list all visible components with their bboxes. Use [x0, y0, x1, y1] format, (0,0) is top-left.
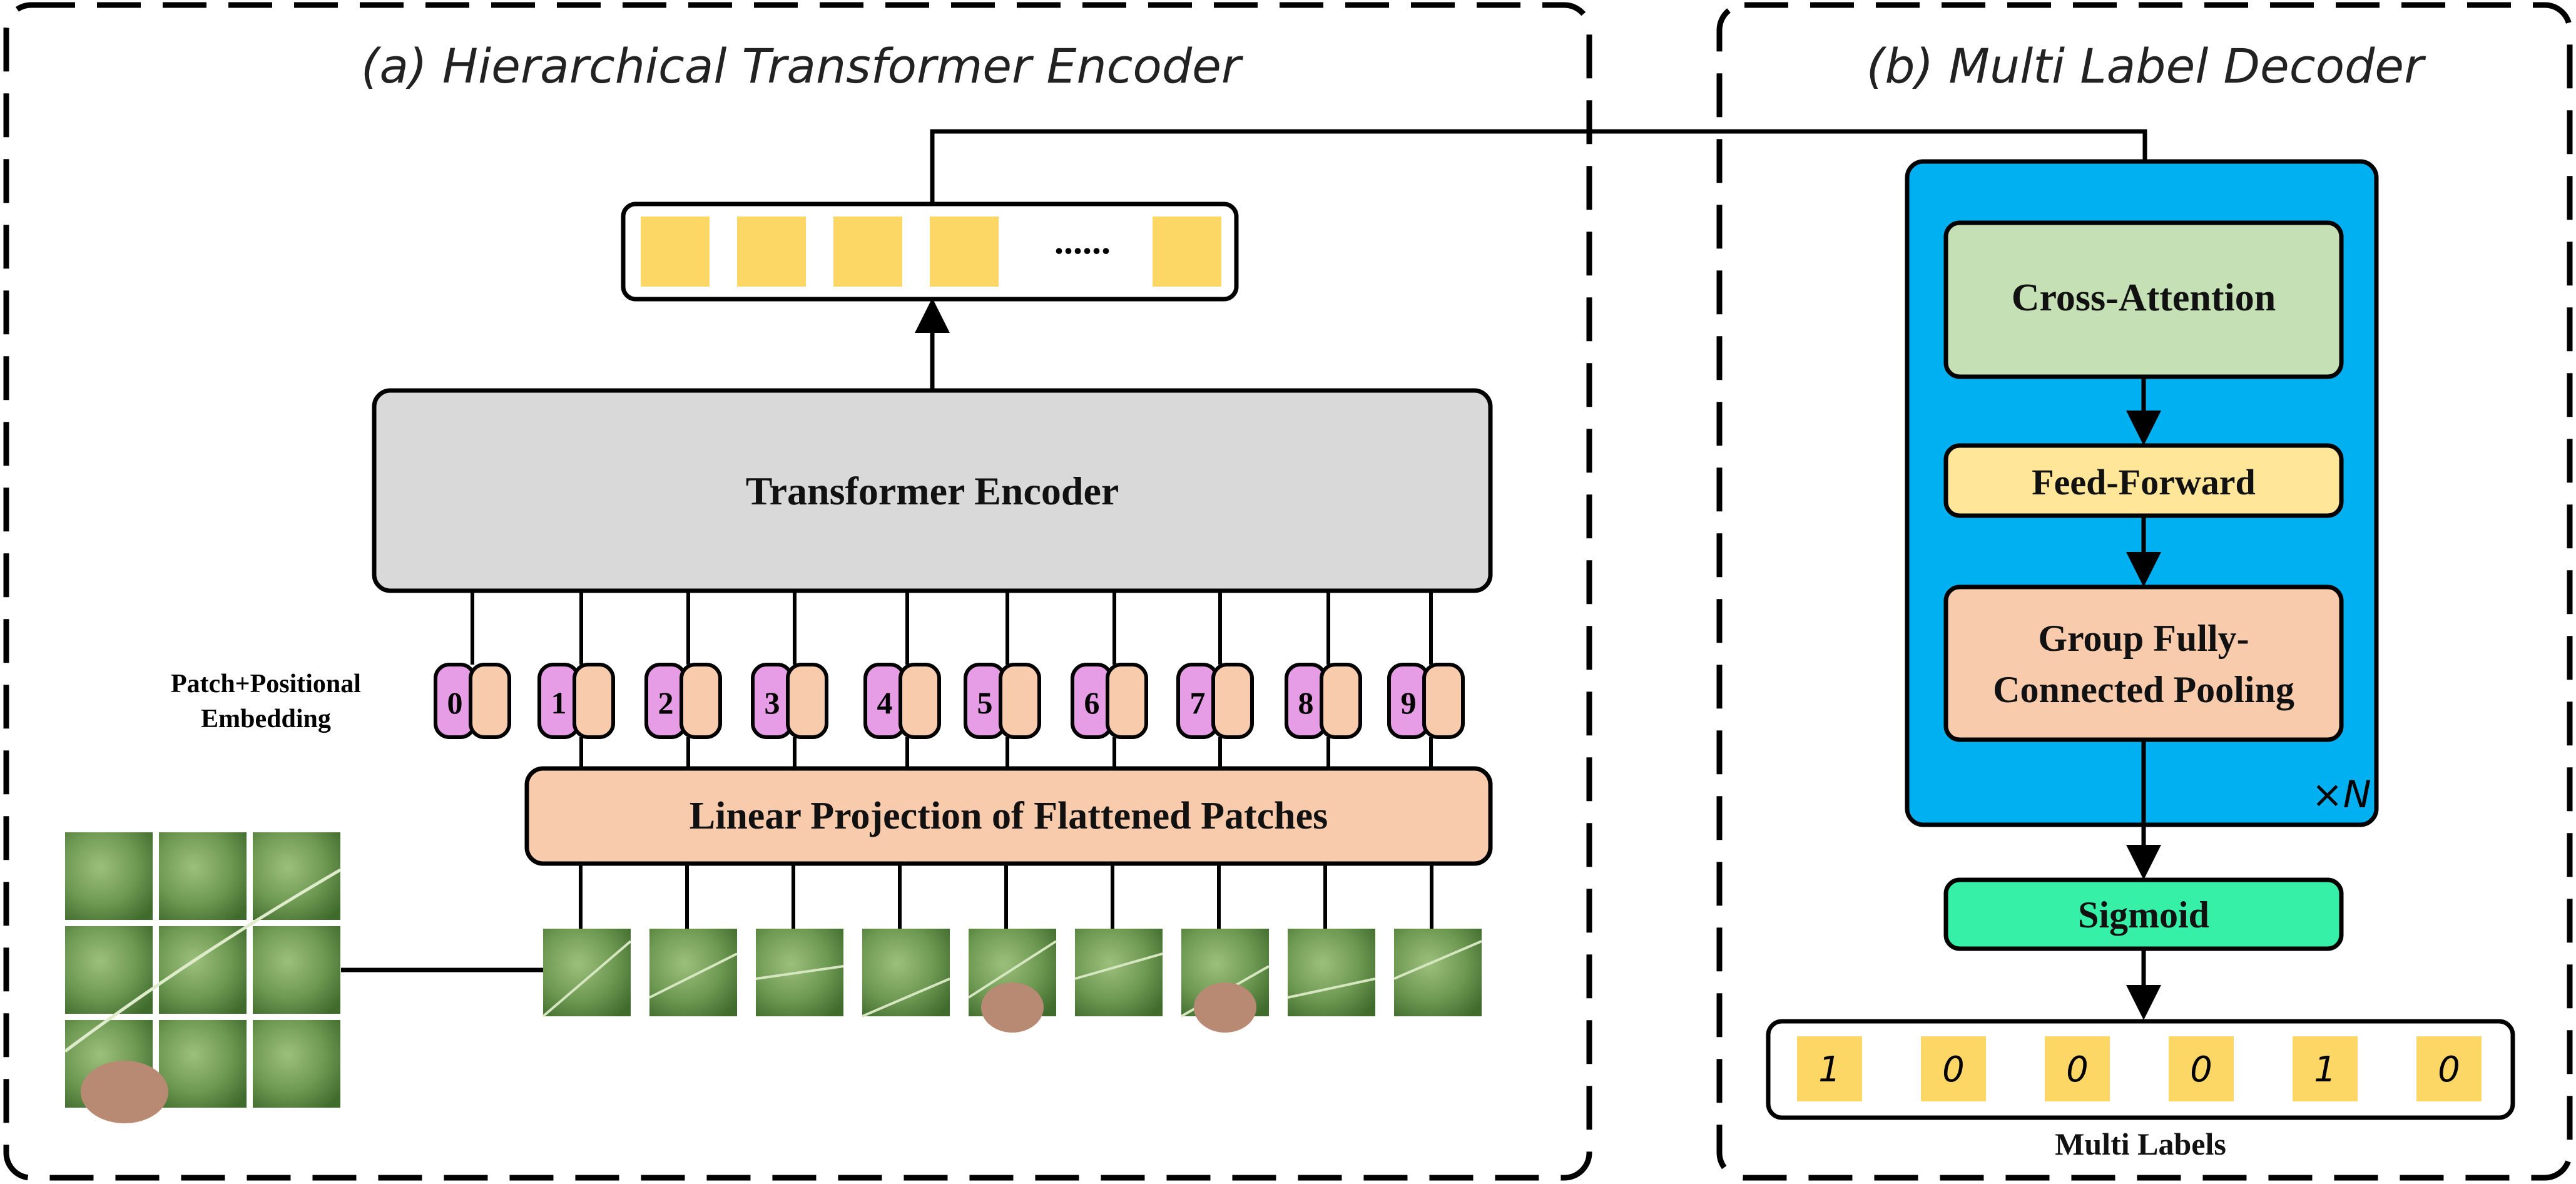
label-box — [1797, 1036, 1862, 1101]
label-value: 1 — [1818, 1049, 1841, 1090]
input-image-tile — [253, 832, 340, 920]
patch-embedding-token — [1211, 663, 1254, 739]
patch-embedding-token — [469, 663, 511, 739]
multi-labels-bar — [1766, 1019, 2515, 1120]
embedding-label-line1: Patch+Positional — [171, 670, 361, 698]
label-value: 0 — [1942, 1049, 1965, 1090]
panel-a-border — [3, 2, 1592, 1181]
group-pooling-block — [1943, 584, 2344, 742]
image-patch — [1393, 929, 1482, 1016]
input-image-tile — [253, 926, 340, 1014]
panel-a: (a) Hierarchical Transformer Encoder ...… — [3, 2, 1592, 1181]
output-token — [833, 217, 902, 287]
patch-embedding-token — [1422, 663, 1465, 739]
position-index-label: 3 — [765, 685, 780, 720]
position-index-label: 7 — [1190, 685, 1206, 720]
panel-b-title: (b) Multi Label Decoder — [1866, 38, 2426, 94]
output-token — [641, 217, 710, 287]
transformer-encoder-block — [372, 388, 1493, 593]
input-image-tile — [65, 832, 153, 920]
label-box — [2293, 1036, 2358, 1101]
patch-embedding-token — [680, 663, 722, 739]
label-box — [2416, 1036, 2482, 1101]
position-index-label: 1 — [551, 685, 567, 720]
cross-attention-label: Cross-Attention — [2012, 277, 2276, 319]
image-patch — [1181, 929, 1270, 1033]
group-pooling-label-line1: Group Fully- — [2038, 618, 2249, 659]
input-leaf-image — [64, 832, 342, 1123]
panel-b: (b) Multi Label Decoder Cross-Attention … — [930, 2, 2573, 1181]
image-patch — [542, 929, 632, 1018]
transformer-encoder-label: Transformer Encoder — [746, 469, 1119, 513]
output-ellipsis: ...... — [1054, 220, 1111, 262]
label-box — [1921, 1036, 1986, 1101]
position-index-label: 2 — [658, 685, 674, 720]
image-patch — [967, 929, 1057, 1033]
patch-embedding-token — [1106, 663, 1148, 739]
panel-a-title: (a) Hierarchical Transformer Encoder — [361, 38, 1244, 94]
embedding-label-line2: Embedding — [201, 705, 331, 733]
output-token — [737, 217, 806, 287]
position-index-label: 6 — [1084, 685, 1100, 720]
multi-label-values: 1 0 0 0 1 0 — [1797, 1036, 2482, 1101]
panel-b-border — [1716, 2, 2573, 1181]
position-index-label: 4 — [877, 685, 893, 720]
label-box — [2045, 1036, 2110, 1101]
input-image-tile — [253, 1020, 340, 1108]
input-image-tile — [65, 926, 153, 1014]
patch-embedding-token — [1320, 663, 1362, 739]
patch-embedding-token — [786, 663, 828, 739]
label-value: 0 — [2190, 1049, 2212, 1090]
patch-embedding-token — [999, 663, 1041, 739]
label-value: 0 — [2066, 1049, 2089, 1090]
image-patch — [1074, 929, 1163, 1016]
leaf-vein — [64, 868, 342, 1053]
flattened-patches — [542, 864, 1482, 1033]
linear-projection-label: Linear Projection of Flattened Patches — [690, 795, 1328, 837]
label-box — [2169, 1036, 2234, 1101]
image-patch — [862, 929, 950, 1018]
output-token — [930, 217, 999, 287]
image-patch — [649, 929, 738, 1016]
patch-positional-embeddings: 0 1 2 3 4 5 6 7 8 9 — [434, 591, 1465, 768]
output-token — [1153, 217, 1221, 287]
image-patch — [1287, 929, 1376, 1016]
multi-labels-caption: Multi Labels — [2055, 1126, 2226, 1161]
input-image-blob — [81, 1061, 168, 1123]
label-value: 0 — [2438, 1049, 2460, 1090]
group-pooling-label-line2: Connected Pooling — [1993, 669, 2294, 710]
repeat-n-label: ×N — [2311, 773, 2371, 817]
input-image-tile — [159, 926, 247, 1014]
patch-embedding-token — [899, 663, 941, 739]
position-index-label: 8 — [1298, 685, 1314, 720]
position-index-label: 0 — [447, 685, 463, 720]
patch-embedding-token — [573, 663, 615, 739]
position-index-label: 5 — [977, 685, 993, 720]
image-patch — [755, 929, 844, 1016]
input-image-tile — [159, 1020, 247, 1108]
input-image-tile — [159, 832, 247, 920]
sigmoid-label: Sigmoid — [2078, 894, 2209, 936]
feed-forward-label: Feed-Forward — [2032, 462, 2256, 503]
label-value: 1 — [2314, 1049, 2336, 1090]
position-index-label: 9 — [1401, 685, 1417, 720]
linear-projection-block — [524, 766, 1493, 866]
